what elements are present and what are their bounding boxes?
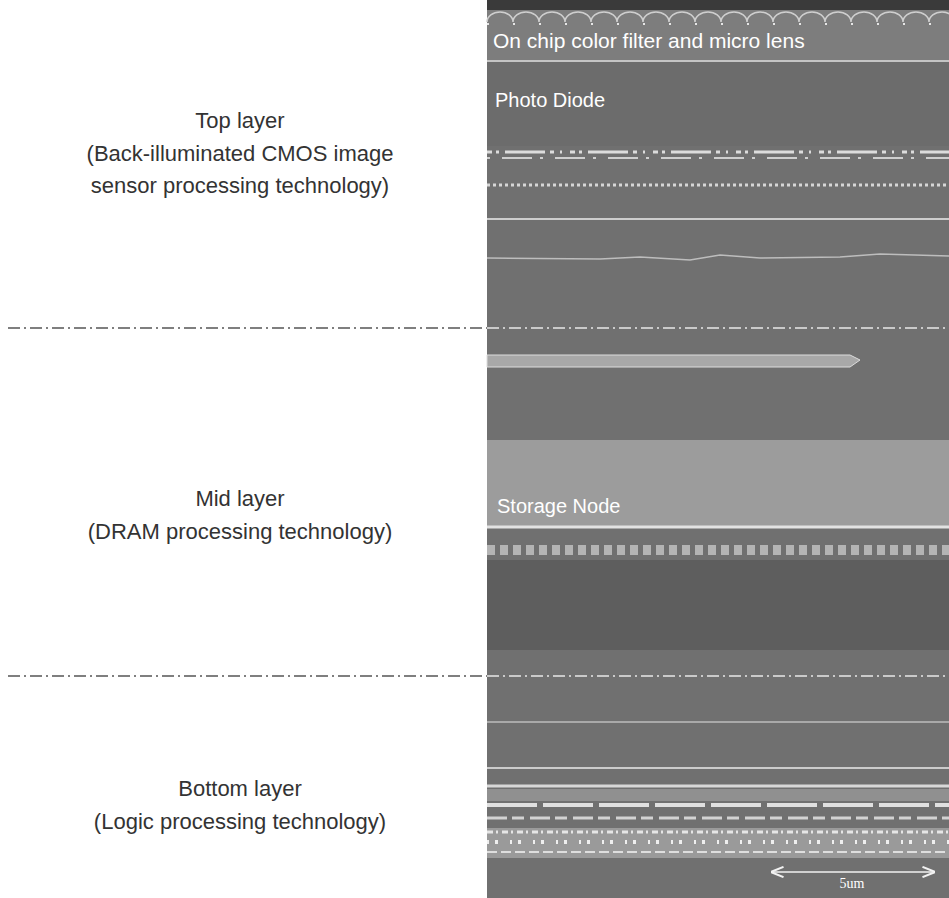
metal-line — [487, 767, 949, 769]
wiring — [487, 803, 949, 807]
wiring — [487, 831, 949, 834]
layer-separator — [8, 675, 487, 677]
scale-bar — [772, 871, 934, 873]
sem-label: Storage Node — [497, 492, 620, 521]
layer-separator — [8, 327, 487, 329]
wiring — [487, 851, 949, 853]
layer-process: (DRAM processing technology) — [70, 516, 410, 548]
layer-separator — [487, 675, 949, 677]
dram-band — [487, 560, 949, 650]
layer-title: Bottom layer — [178, 773, 302, 805]
wiring — [487, 817, 949, 820]
layer-process: (Logic processing technology) — [70, 806, 410, 838]
layer-process: (Back-illuminated CMOS image sensor proc… — [70, 138, 410, 202]
layer-title: Top layer — [195, 105, 284, 137]
layer-separator — [487, 327, 949, 329]
storage-boundary — [487, 526, 949, 529]
color-filter-band — [487, 10, 949, 60]
metal-row — [487, 184, 949, 187]
storage-node-band — [487, 440, 949, 526]
contacts — [487, 840, 949, 844]
metal-row — [487, 151, 949, 154]
metal-row — [487, 157, 949, 159]
layer-title: Mid layer — [195, 483, 284, 515]
sem-label: On chip color filter and micro lens — [493, 26, 805, 56]
metal-bar — [487, 355, 860, 367]
dram-cells — [487, 545, 949, 555]
interface-line — [487, 254, 949, 260]
metal-band — [487, 789, 949, 801]
lens-dots — [487, 23, 949, 25]
bond-line — [487, 218, 949, 220]
micro-lens-arcs — [487, 12, 949, 22]
sem-label: Photo Diode — [495, 86, 605, 115]
bond-line — [487, 721, 949, 723]
photo-diode-region — [487, 62, 949, 146]
metal-line — [487, 785, 949, 788]
scale-label: 5um — [840, 877, 865, 891]
transistor-band — [487, 828, 949, 858]
sem-ground — [487, 0, 949, 898]
top-edge — [487, 0, 949, 10]
filter-boundary — [487, 60, 949, 62]
